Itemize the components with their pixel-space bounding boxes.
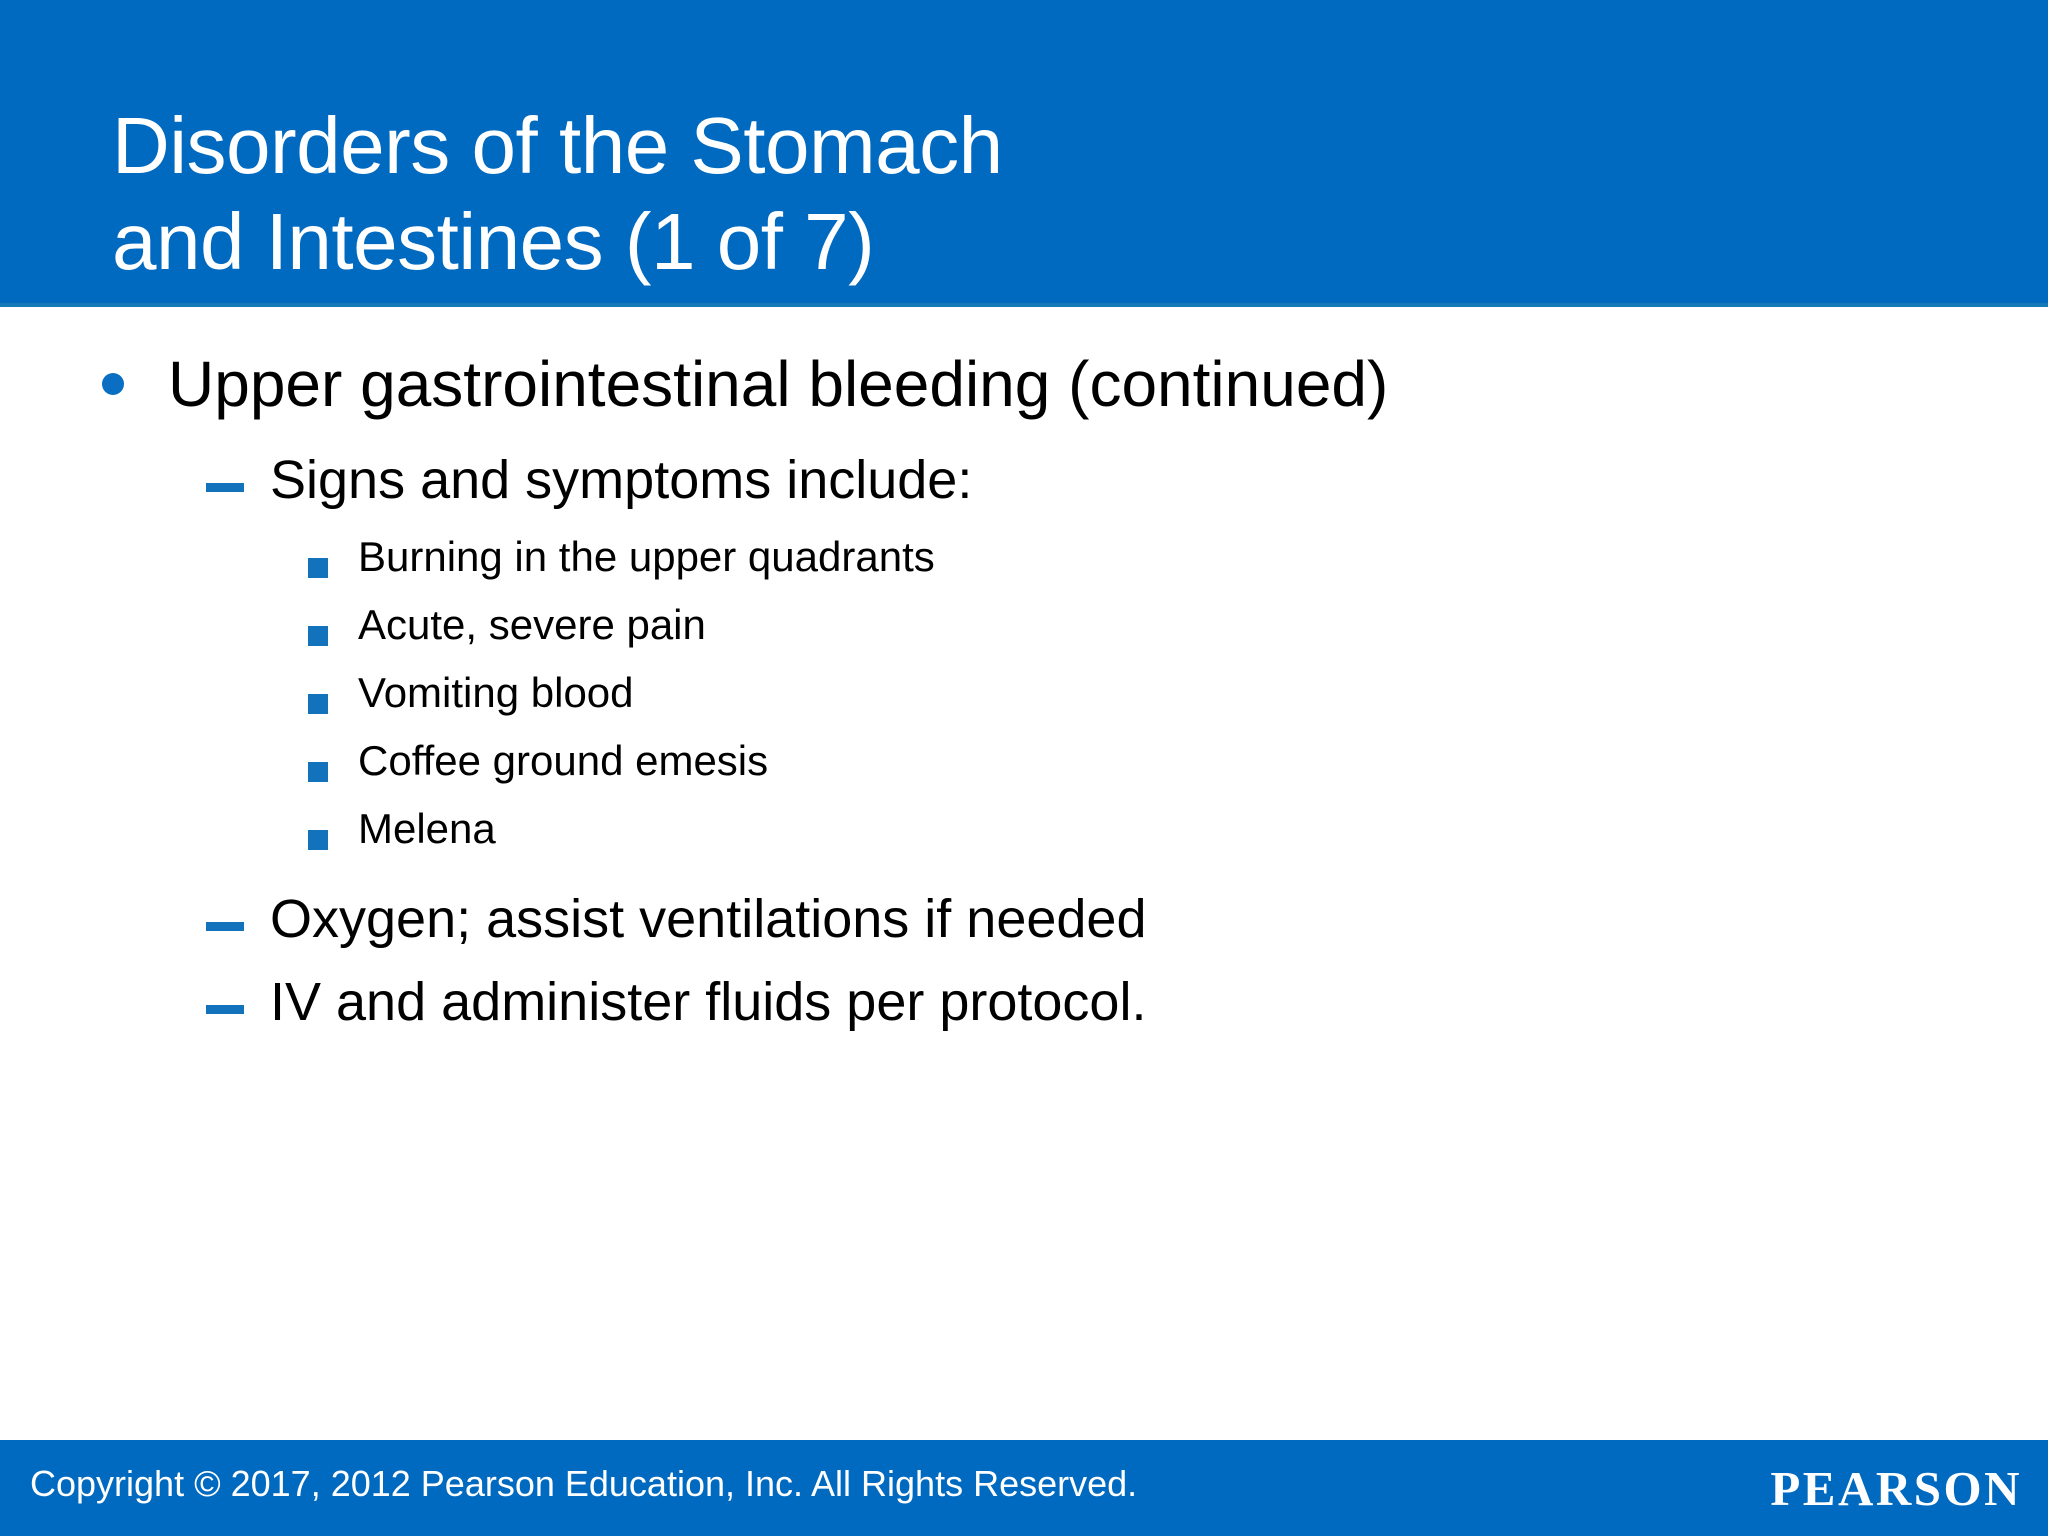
dash-bullet-icon [206,483,244,493]
dash-bullet-icon [206,922,244,932]
copyright-notice: Copyright © 2017, 2012 Pearson Education… [30,1463,1138,1504]
dash-bullet-icon [206,1005,244,1015]
bullet-level2-label: IV and administer fluids per protocol. [270,972,1147,1033]
square-bullet-icon [308,762,328,783]
bullet-level2-label: Signs and symptoms include: [270,450,973,511]
title-banner: Disorders of the Stomach and Intestines … [0,0,2048,303]
bullet-level3-label: Burning in the upper quadrants [358,532,935,580]
slide-body: Upper gastrointestinal bleeding (continu… [0,307,2048,1440]
bullet-level2-oxygen-assist-ventilations: Oxygen; assist ventilations if needed [0,891,2048,948]
bullet-level3-label: Acute, severe pain [358,600,706,648]
footer-bar: Copyright © 2017, 2012 Pearson Education… [0,1440,2048,1536]
square-bullet-icon [308,625,328,646]
page-title: Disorders of the Stomach and Intestines … [112,100,1003,286]
bullet-level1-label: Upper gastrointestinal bleeding (continu… [168,348,1389,420]
bullet-level3-label: Vomiting blood [358,669,634,717]
square-bullet-icon [308,830,328,851]
bullet-level2-signs-and-symptoms: Signs and symptoms include: [0,452,2048,509]
bullet-level2-iv-administer-fluids: IV and administer fluids per protocol. [0,974,2048,1031]
square-bullet-icon [308,694,328,715]
title-banner-divider [0,303,2048,307]
bullet-level2-label: Oxygen; assist ventilations if needed [270,889,1147,950]
bullet-level3-vomiting-blood: Vomiting blood [0,671,2048,715]
bullet-level3-coffee-ground-emesis: Coffee ground emesis [0,739,2048,783]
bullet-level3-label: Coffee ground emesis [358,737,769,785]
bullet-level1-upper-gi-bleeding: Upper gastrointestinal bleeding (continu… [0,348,2048,420]
pearson-logo: PEARSON [1770,1461,2022,1516]
square-bullet-icon [308,557,328,578]
bullet-level3-acute-severe-pain: Acute, severe pain [0,600,2048,648]
bullet-level3-burning-upper-quadrants: Burning in the upper quadrants [0,532,2048,580]
round-bullet-icon [102,373,124,395]
bullet-level3-melena: Melena [0,807,2048,851]
bullet-level3-label: Melena [358,805,496,853]
